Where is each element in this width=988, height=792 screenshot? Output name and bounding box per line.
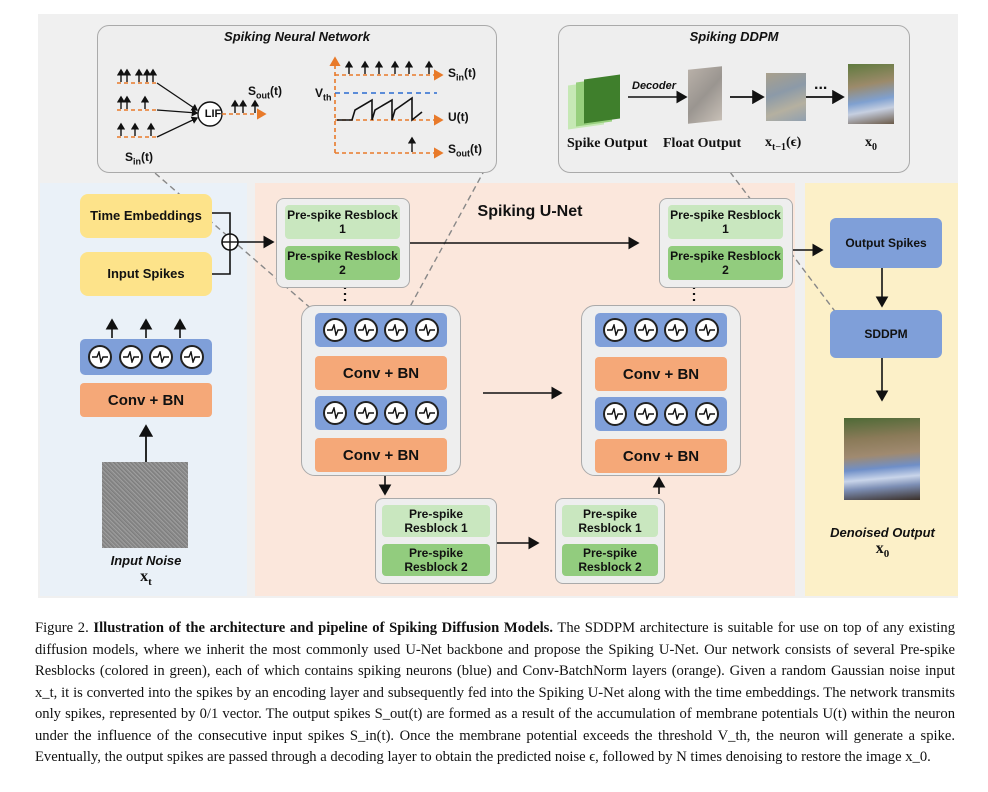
resblock2-bottom-left: Pre-spike Resblock 2 xyxy=(382,544,490,576)
resblock2-bottom-right: Pre-spike Resblock 2 xyxy=(562,544,658,576)
input-noise-image xyxy=(102,462,188,548)
conv-bn-left-1: Conv + BN xyxy=(315,356,447,390)
conv-bn-left-2: Conv + BN xyxy=(315,438,447,472)
caption-body: The SDDPM architecture is suitable for u… xyxy=(35,620,955,765)
unet-title: Spiking U-Net xyxy=(477,203,583,220)
spike-neuron-icon xyxy=(694,402,719,426)
denoised-output-image xyxy=(844,418,920,500)
spike-neuron-icon xyxy=(664,402,689,426)
xt-label: xt xyxy=(140,568,152,589)
sout-label-right: Sout(t) xyxy=(448,142,483,159)
resblock2-top-left: Pre-spike Resblock 2 xyxy=(285,246,400,280)
resblock2-top-right: Pre-spike Resblock 2 xyxy=(668,246,783,280)
x0-image-small xyxy=(848,64,894,124)
spike-neuron-icon xyxy=(414,318,439,342)
left-conv-bn-box: Conv + BN xyxy=(80,383,212,417)
snn-title: Spiking Neural Network xyxy=(224,29,370,44)
spike-neuron-icon xyxy=(633,318,658,342)
figure-caption: Figure 2. Illustration of the architectu… xyxy=(35,618,955,769)
spike-neuron-icon xyxy=(384,318,409,342)
sin-label-right: Sin(t) xyxy=(448,66,477,83)
spike-neuron-icon xyxy=(694,318,719,342)
spike-neuron-icon xyxy=(323,401,348,425)
resblock1-bottom-left: Pre-spike Resblock 1 xyxy=(382,505,490,537)
xt-minus-1-image xyxy=(766,73,806,121)
float-output-label: Float Output xyxy=(663,136,742,151)
spike-output-label: Spike Output xyxy=(567,136,648,151)
caption-fig-num: Figure 2. xyxy=(35,620,89,636)
spike-neuron-icon xyxy=(353,318,378,342)
u-label: U(t) xyxy=(448,110,469,124)
spike-neuron-icon xyxy=(353,401,378,425)
vth-label: Vth xyxy=(315,86,332,103)
spike-neuron-icon xyxy=(603,318,628,342)
neuron-row-right-1 xyxy=(595,313,727,347)
sin-label-left: Sin(t) xyxy=(125,150,154,167)
conv-bn-right-2: Conv + BN xyxy=(595,439,727,473)
output-spikes-box: Output Spikes xyxy=(830,218,942,268)
ddpm-title: Spiking DDPM xyxy=(689,29,779,44)
input-spikes-box: Input Spikes xyxy=(80,252,212,296)
conv-bn-right-1: Conv + BN xyxy=(595,357,727,391)
spike-neuron-icon xyxy=(323,318,348,342)
lif-label: LIF xyxy=(204,108,222,120)
resblock1-top-left: Pre-spike Resblock 1 xyxy=(285,205,400,239)
resblock1-bottom-right: Pre-spike Resblock 1 xyxy=(562,505,658,537)
input-noise-label: Input Noise xyxy=(110,553,182,568)
xt-minus-1-label: xt−1(ϵ) xyxy=(765,135,802,153)
resblock1-top-right: Pre-spike Resblock 1 xyxy=(668,205,783,239)
neuron-row-left-1 xyxy=(315,313,447,347)
left-neuron-row xyxy=(80,339,212,375)
spike-neuron-icon xyxy=(149,345,174,369)
decoder-label: Decoder xyxy=(632,80,677,92)
snn-diagram xyxy=(116,56,444,159)
spike-neuron-icon xyxy=(88,345,113,369)
ddpm-ellipsis: ... xyxy=(814,76,828,93)
sddpm-box: SDDPM xyxy=(830,310,942,358)
spike-neuron-icon xyxy=(384,401,409,425)
snn-callout xyxy=(97,25,497,173)
neuron-row-right-2 xyxy=(595,397,727,431)
x0-label-ddpm: x0 xyxy=(865,135,877,153)
spike-neuron-icon xyxy=(118,345,143,369)
x0-label-right: x0 xyxy=(875,540,890,561)
spike-neuron-icon xyxy=(603,402,628,426)
caption-title: Illustration of the architecture and pip… xyxy=(93,620,553,636)
spike-neuron-icon xyxy=(664,318,689,342)
spike-neuron-icon xyxy=(633,402,658,426)
spike-neuron-icon xyxy=(179,345,204,369)
ddpm-arrows xyxy=(628,89,845,105)
sout-label-left: Sout(t) xyxy=(248,84,283,101)
denoised-output-label: Denoised Output xyxy=(830,525,935,540)
time-embeddings-box: Time Embeddings xyxy=(80,194,212,238)
float-output-image xyxy=(688,66,722,124)
neuron-row-left-2 xyxy=(315,396,447,430)
spike-neuron-icon xyxy=(414,401,439,425)
